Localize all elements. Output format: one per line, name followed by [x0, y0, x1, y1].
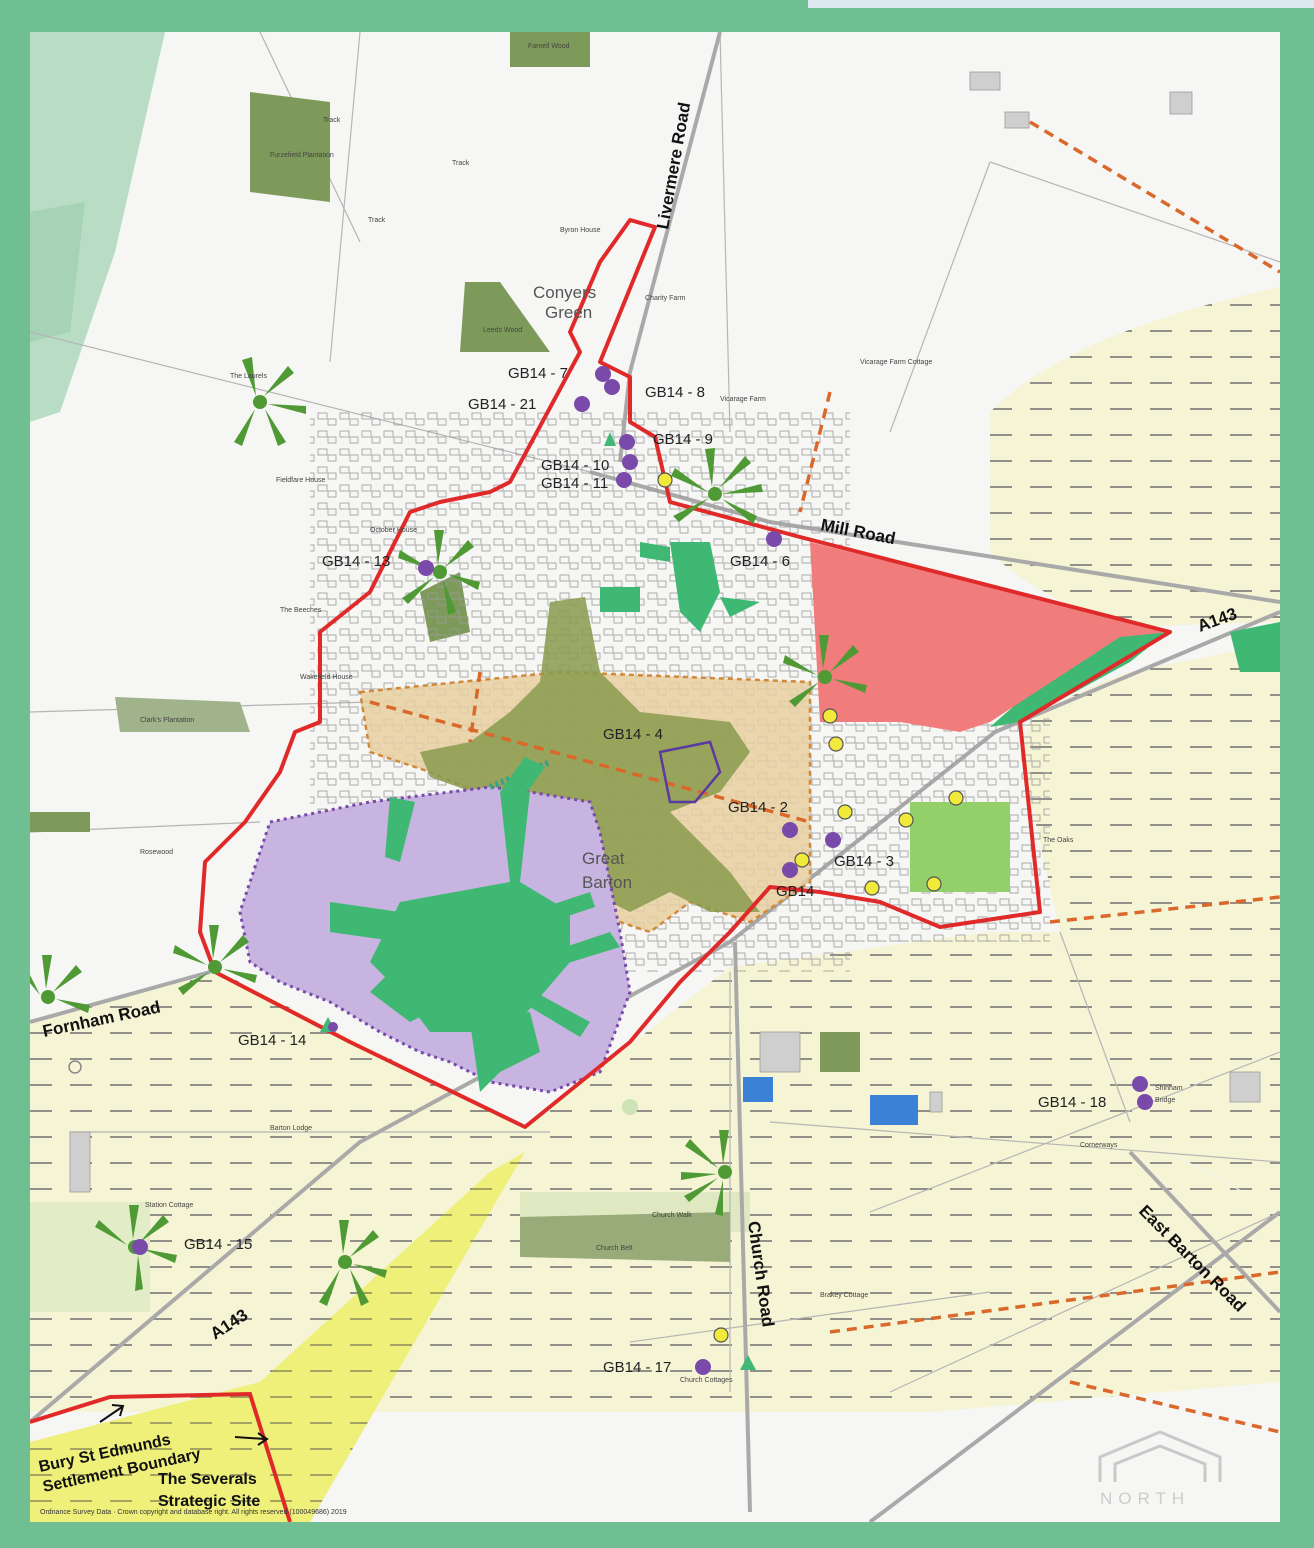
site-label-gb14-11[interactable]: GB14 - 11 [541, 475, 608, 492]
footpath-ne [1029, 120, 1281, 274]
view-marker-7 [681, 1130, 732, 1216]
view-marker-2 [671, 448, 763, 524]
site-label-gb14-10[interactable]: GB14 - 10 [541, 457, 609, 474]
corner-tab [808, 0, 1314, 8]
view-marker-4 [783, 635, 867, 707]
footpath-east [1049, 895, 1281, 924]
svg-text:The Laurels: The Laurels [230, 373, 267, 380]
site-label-gb14-6[interactable]: GB14 - 6 [730, 553, 790, 570]
furzefield-plantation [250, 92, 330, 202]
legend-severals-line2: Strategic Site [158, 1493, 260, 1510]
gb14-4-outline [658, 740, 722, 804]
north-label: NORTH [1100, 1489, 1190, 1508]
svg-text:Station Cottage: Station Cottage [145, 1202, 193, 1209]
clarks-plantation [115, 697, 250, 732]
svg-text:Clark's Plantation: Clark's Plantation [140, 717, 194, 724]
svg-text:October House: October House [370, 527, 417, 534]
green-space-central-north [670, 542, 720, 632]
svg-text:Track: Track [368, 217, 386, 224]
view-marker-5 [173, 925, 257, 995]
svg-text:Vicarage Farm Cottage: Vicarage Farm Cottage [860, 359, 932, 366]
conyers-green-label-2: Green [545, 303, 592, 322]
site-label-gb14-2[interactable]: GB14 - 2 [728, 799, 788, 816]
purple-site-dots [132, 366, 1153, 1375]
pink-development-site [810, 542, 1170, 732]
gb14-4-woodland [420, 597, 760, 912]
yellow-site-dots [657, 472, 964, 1343]
svg-text:The Oaks: The Oaks [1043, 837, 1074, 844]
svg-text:Church Cottages: Church Cottages [680, 1377, 733, 1384]
site-label-gb14-4[interactable]: GB14 - 4 [603, 726, 663, 743]
svg-text:Furzefield Plantation: Furzefield Plantation [270, 152, 334, 159]
north-arrow [1098, 1430, 1222, 1482]
copyright-notice: Ordnance Survey Data · Crown copyright a… [40, 1509, 347, 1516]
hatched-fields-south [30, 932, 1280, 1412]
settlement-boundary[interactable] [198, 218, 1172, 1129]
site-label-gb14-8[interactable]: GB14 - 8 [645, 384, 705, 401]
site-label-gb14-17[interactable]: GB14 - 17 [603, 1359, 671, 1376]
footpath-north [798, 391, 832, 513]
svg-text:Bridge: Bridge [1155, 1097, 1175, 1104]
map-canvas[interactable]: Livermere Road Mill Road A143 A143 Fornh… [18, 31, 1282, 1524]
svg-text:Brakey Cottage: Brakey Cottage [820, 1292, 868, 1299]
footpath-south-2 [1069, 1380, 1281, 1434]
svg-text:Charity Farm: Charity Farm [645, 295, 686, 302]
site-label-gb14-14[interactable]: GB14 - 14 [238, 1032, 306, 1049]
svg-text:Church Walk: Church Walk [652, 1212, 692, 1219]
central-open-space [370, 792, 570, 1032]
footpath-south-1 [829, 1270, 1281, 1334]
svg-text:Vicarage Farm: Vicarage Farm [720, 396, 766, 403]
view-marker-3 [398, 530, 480, 615]
svg-text:Wakefield House: Wakefield House [300, 674, 353, 681]
site-label-gb14-7[interactable]: GB14 - 7 [508, 365, 568, 382]
svg-text:Track: Track [323, 117, 341, 124]
triangle-marker-1 [604, 432, 616, 446]
fornham-road [29, 970, 211, 1024]
severals-strategic-site [30, 1152, 525, 1522]
view-markers [18, 357, 867, 1306]
church-road [733, 941, 752, 1513]
svg-text:Fieldfare House: Fieldfare House [276, 477, 326, 484]
svg-text:Farnell Wood: Farnell Wood [528, 43, 570, 50]
site-label-gb14-9[interactable]: GB14 - 9 [653, 431, 713, 448]
site-label-gb14-3[interactable]: GB14 - 3 [834, 853, 894, 870]
site-label-gb14-1[interactable]: GB14 [776, 883, 814, 900]
conyers-green-label-1: Conyers [533, 283, 596, 302]
legend-severals-line1: The Severals [158, 1471, 257, 1488]
green-buffer-east [990, 622, 1170, 727]
great-barton-label-1: Great [582, 849, 625, 868]
svg-text:Church Belt: Church Belt [596, 1245, 633, 1252]
site-label-gb14-13[interactable]: GB14 - 13 [322, 553, 390, 570]
recreation-ground [910, 802, 1010, 892]
triangle-marker-2 [740, 1355, 756, 1370]
svg-text:Rosewood: Rosewood [140, 849, 173, 856]
svg-text:Barton Lodge: Barton Lodge [270, 1125, 312, 1132]
view-marker-6 [18, 955, 90, 1013]
bury-boundary-line [29, 1391, 292, 1523]
svg-text:Cornerways: Cornerways [1080, 1142, 1118, 1149]
site-labels: GB14 - 7 GB14 - 8 GB14 - 21 GB14 - 9 GB1… [184, 365, 1106, 1376]
svg-text:Track: Track [452, 160, 470, 167]
svg-text:The Beeches: The Beeches [280, 607, 322, 614]
great-barton-label-2: Barton [582, 873, 632, 892]
blue-block-1 [743, 1077, 773, 1102]
footpath-village [369, 700, 811, 824]
leeds-wood [460, 282, 550, 352]
blue-block-2 [870, 1095, 918, 1125]
hatched-fields-east [990, 287, 1280, 1212]
legend-arrows [99, 1404, 269, 1446]
farnell-wood [510, 32, 590, 67]
svg-text:Shinham: Shinham [1155, 1085, 1183, 1092]
church-belt [520, 1212, 730, 1262]
site-label-gb14-21[interactable]: GB14 - 21 [468, 396, 536, 413]
site-label-gb14-18[interactable]: GB14 - 18 [1038, 1094, 1106, 1111]
view-marker-1 [234, 357, 306, 446]
site-label-gb14-15[interactable]: GB14 - 15 [184, 1236, 252, 1253]
svg-text:Leeds Wood: Leeds Wood [483, 327, 522, 334]
view-marker-8 [319, 1220, 387, 1306]
svg-text:Byron House: Byron House [560, 227, 601, 234]
east-barton-road [1128, 1150, 1282, 1314]
place-labels: Farnell Wood Byron House Charity Farm Vi… [140, 43, 1183, 1384]
